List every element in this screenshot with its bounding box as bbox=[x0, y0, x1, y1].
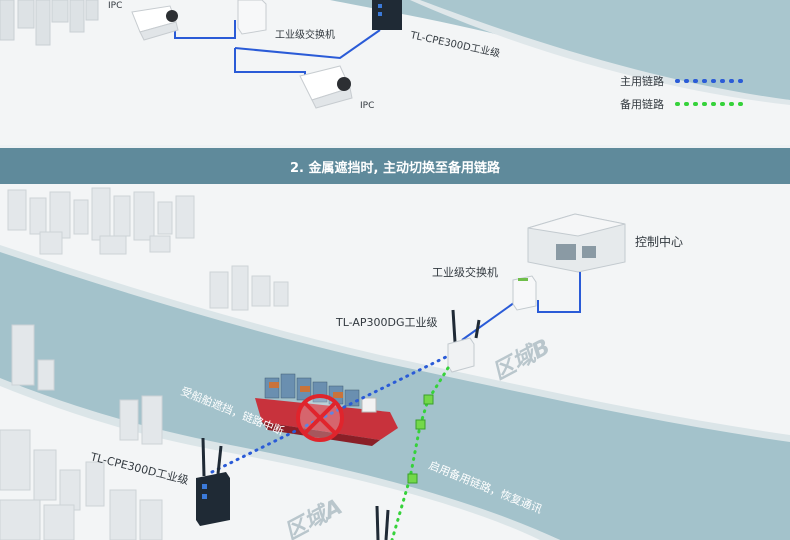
section-header-bar bbox=[0, 148, 790, 184]
bottom-city-lower bbox=[0, 324, 163, 540]
control-center-building bbox=[527, 213, 626, 273]
ap-device-icon bbox=[447, 309, 481, 373]
ipc-label-bottom: IPC bbox=[360, 101, 374, 111]
top-panel: IPC 工业级交换机 TL-CPE300D工业级 IPC 主用链路 备用链路 bbox=[0, 0, 790, 145]
section-title: 2. 金属遮挡时, 主动切换至备用链路 bbox=[290, 160, 501, 176]
repeater-nodes bbox=[407, 394, 434, 484]
control-center-label: 控制中心 bbox=[635, 234, 683, 249]
top-riverbank bbox=[410, 0, 790, 105]
bottom-city-upper bbox=[7, 187, 195, 255]
camera-icon bbox=[131, 5, 179, 41]
river-bank-lower bbox=[0, 378, 560, 540]
cpe-device-icon bbox=[372, 0, 402, 30]
top-city bbox=[0, 0, 99, 46]
legend-backup-label: 备用链路 bbox=[620, 97, 664, 111]
ipc-label-top: IPC bbox=[108, 1, 122, 11]
link-blocked-icon bbox=[296, 394, 344, 442]
cpe-device-icon bbox=[375, 505, 390, 540]
bottom-city-mid bbox=[209, 265, 289, 311]
camera-icon bbox=[299, 65, 353, 109]
legend-primary-label: 主用链路 bbox=[620, 74, 664, 88]
ap-label: TL-AP300DG工业级 bbox=[335, 316, 438, 329]
bottom-panel: 控制中心 工业级交换机 TL-AP300DG工业级 区域B 区域A bbox=[0, 184, 790, 540]
switch-icon bbox=[237, 0, 267, 35]
switch-label-top: 工业级交换机 bbox=[275, 28, 335, 41]
bottom-primary-links bbox=[461, 272, 581, 341]
bottom-river bbox=[0, 250, 790, 540]
switch-icon bbox=[512, 275, 537, 311]
switch-label-bottom: 工业级交换机 bbox=[432, 265, 498, 279]
legend: 主用链路 备用链路 bbox=[620, 74, 744, 111]
section-header: 2. 金属遮挡时, 主动切换至备用链路 bbox=[0, 148, 790, 184]
cpe-device-icon bbox=[196, 437, 230, 526]
blocked-primary-link bbox=[210, 354, 450, 474]
